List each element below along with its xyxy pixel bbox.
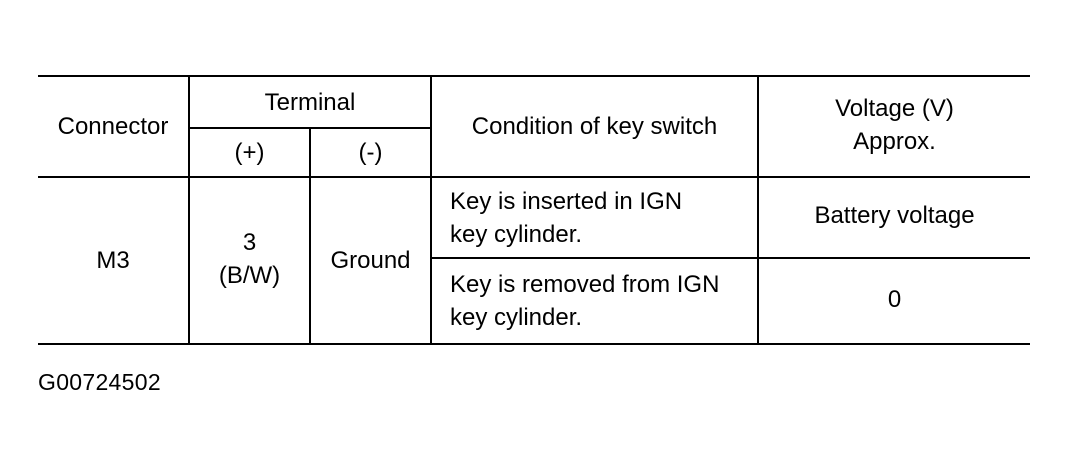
header-condition: Condition of key switch <box>432 77 757 176</box>
header-connector-text: Connector <box>57 113 169 140</box>
condition-key-removed: Key is removed from IGN key cylinder. <box>432 259 757 343</box>
header-voltage-line2: Approx. <box>853 127 936 155</box>
header-terminal-plus-text: (+) <box>234 139 265 166</box>
connector-column-rule <box>188 75 190 345</box>
table-bottom-rule <box>38 343 1030 345</box>
row-terminal-minus-text: Ground <box>330 247 411 274</box>
condition-column-rule <box>757 75 759 345</box>
row-connector: M3 <box>38 178 188 343</box>
row-connector-text: M3 <box>96 247 130 274</box>
condition-divider-rule <box>431 257 1030 259</box>
header-terminal-minus-text: (-) <box>358 139 383 166</box>
terminal-split-rule <box>309 127 311 345</box>
condition-key-removed-line1: Key is removed from IGN <box>450 271 720 298</box>
row-terminal-plus: 3 (B/W) <box>190 178 309 343</box>
condition-key-inserted-line2: key cylinder. <box>450 220 583 248</box>
voltage-key-inserted: Battery voltage <box>759 178 1030 253</box>
condition-key-inserted-line1: Key is inserted in IGN <box>450 187 683 215</box>
condition-key-removed-line2: key cylinder. <box>450 304 583 331</box>
voltage-key-removed-text: 0 <box>887 285 902 313</box>
header-bottom-rule <box>38 176 1030 178</box>
header-terminal: Terminal <box>190 77 430 127</box>
row-terminal-plus-line2: (B/W) <box>218 261 281 289</box>
header-voltage: Voltage (V) Approx. <box>759 77 1030 172</box>
header-condition-text: Condition of key switch <box>471 113 718 140</box>
voltage-key-removed: 0 <box>759 259 1030 339</box>
row-terminal-minus: Ground <box>311 178 430 343</box>
header-terminal-minus: (-) <box>311 129 430 176</box>
header-terminal-text: Terminal <box>264 88 356 116</box>
table-top-rule <box>38 75 1030 77</box>
header-voltage-line1: Voltage (V) <box>835 94 954 122</box>
header-connector: Connector <box>38 77 188 176</box>
figure-id: G00724502 <box>38 369 161 395</box>
header-terminal-plus: (+) <box>190 129 309 176</box>
voltage-key-inserted-text: Battery voltage <box>814 202 975 229</box>
row-terminal-plus-line1: 3 <box>242 228 257 256</box>
condition-key-inserted: Key is inserted in IGN key cylinder. <box>432 178 757 257</box>
terminal-column-rule <box>430 75 432 345</box>
